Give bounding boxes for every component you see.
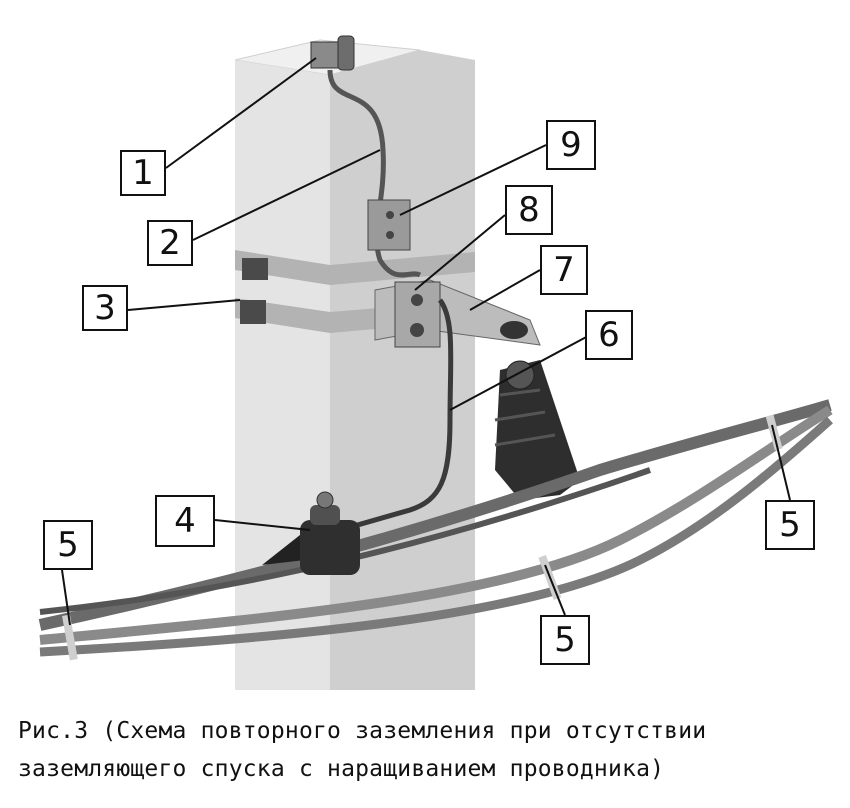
caption-line-2: заземляющего спуска с наращиванием прово… — [18, 756, 665, 782]
band-buckle-lower — [240, 300, 266, 324]
down-conductor — [339, 298, 454, 533]
connector-box — [367, 199, 411, 251]
callout-1: 1 — [120, 150, 166, 196]
callout-6: 6 — [585, 310, 633, 360]
callout-3: 3 — [82, 285, 128, 331]
callout-5-center: 5 — [540, 615, 590, 665]
pole-right-face — [330, 50, 475, 690]
caption-line-1: Рис.3 (Схема повторного заземления при о… — [18, 718, 707, 744]
callout-7: 7 — [540, 245, 588, 295]
bracket-assembly — [374, 279, 541, 348]
callout-9: 9 — [546, 120, 596, 170]
grounding-wire — [327, 69, 422, 278]
band-buckle-upper — [242, 258, 268, 280]
pole-left-face — [235, 60, 330, 690]
callout-5-right: 5 — [765, 500, 815, 550]
top-connector — [310, 35, 355, 71]
grounding-diagram — [38, 35, 833, 690]
callout-4: 4 — [155, 495, 215, 547]
callout-2: 2 — [147, 220, 193, 266]
leader-lines — [61, 57, 791, 626]
figure-caption: Рис.3 (Схема повторного заземления при о… — [18, 712, 838, 788]
callout-5-left: 5 — [43, 520, 93, 570]
piercing-clamp — [262, 491, 360, 575]
anchor-clamp — [494, 360, 580, 500]
callout-8: 8 — [505, 185, 553, 235]
